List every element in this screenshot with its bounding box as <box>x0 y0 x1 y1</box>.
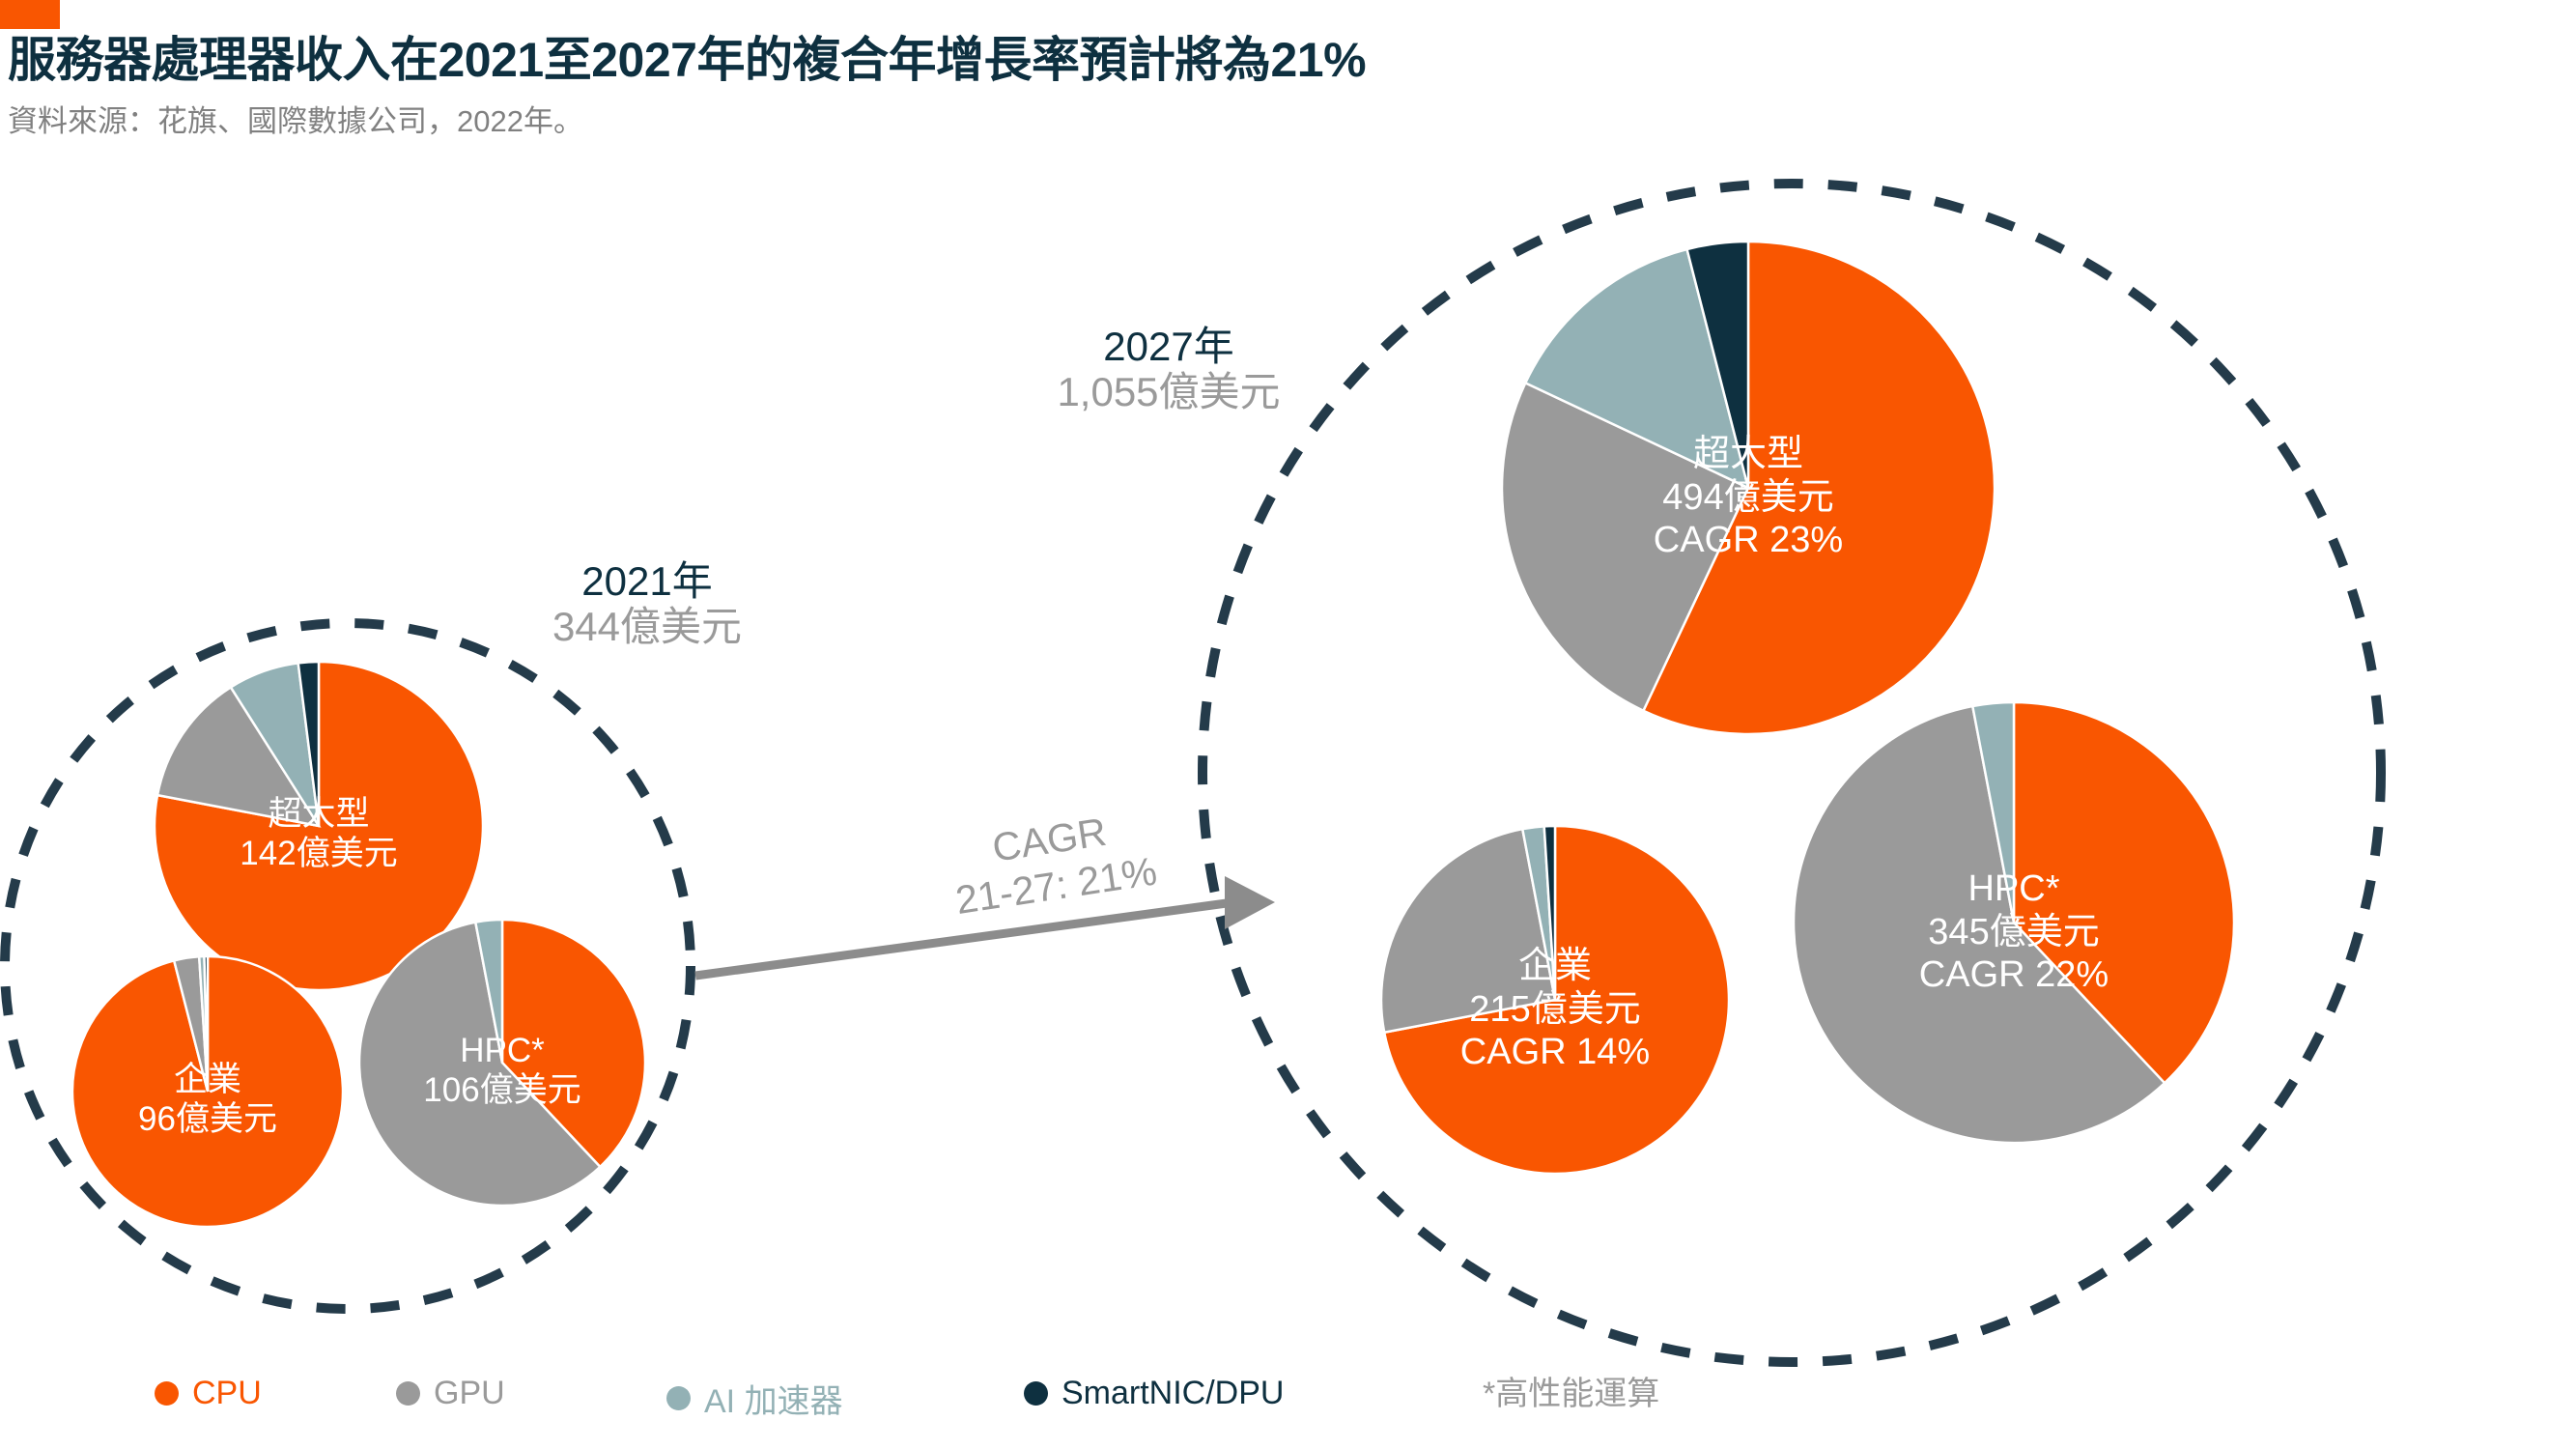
page-subtitle: 資料來源：花旗、國際數據公司，2022年。 <box>8 104 583 138</box>
page-title: 服務器處理器收入在2021至2027年的複合年增長率預計將為21% <box>8 33 1367 87</box>
bubble-outline-2021 <box>0 618 695 1314</box>
pie-slice-gpu[interactable] <box>1792 704 2166 1145</box>
pie-slice-gpu[interactable] <box>156 685 322 828</box>
pie-slice-cpu[interactable] <box>1641 240 1996 736</box>
legend-label: SmartNIC/DPU <box>1062 1375 1285 1411</box>
pie-slice-smartnicdpu[interactable] <box>1685 240 1750 489</box>
legend-item-smartnicdpu[interactable]: SmartNIC/DPU <box>1024 1375 1284 1412</box>
group-year-2027: 2027年 <box>1103 324 1234 369</box>
pie-slice-cpu[interactable] <box>2012 700 2236 1085</box>
legend-item-ai[interactable]: AI 加速器 <box>666 1375 843 1422</box>
accent-bar <box>0 0 60 29</box>
pie-slice-smartnicdpu[interactable] <box>203 954 210 1093</box>
pie-slice-gpu[interactable] <box>357 921 603 1208</box>
legend-footnote: *高性能運算 <box>1483 1376 1660 1412</box>
legend-item-gpu[interactable]: GPU <box>396 1375 505 1412</box>
legend-swatch-icon <box>396 1381 420 1406</box>
pie-slice-smartnicdpu[interactable] <box>1543 824 1557 1001</box>
pie-slice-gpu[interactable] <box>1500 381 1750 713</box>
legend: CPU GPU AI 加速器 SmartNIC/DPU *高性能運算 <box>0 1367 2576 1435</box>
legend-swatch-icon <box>666 1386 691 1410</box>
legend-label: AI 加速器 <box>704 1383 843 1420</box>
pie-slice-gpu[interactable] <box>1379 827 1557 1035</box>
legend-label: CPU <box>192 1375 262 1411</box>
group-label-2021: 2021年 344億美元 <box>493 558 802 649</box>
cagr-arrow-head <box>1225 876 1275 929</box>
group-year-2021: 2021年 <box>581 558 713 604</box>
bubble-outlines <box>0 179 2386 1367</box>
group-total-2021: 344億美元 <box>552 604 743 650</box>
pie-slice-smartnicdpu[interactable] <box>297 660 321 827</box>
legend-label: GPU <box>434 1375 505 1411</box>
pie-slices <box>71 240 2236 1229</box>
cagr-arrow-line <box>694 898 1228 980</box>
pie-slice-ai[interactable] <box>1970 700 2016 923</box>
pie-slice-ai[interactable] <box>473 918 504 1064</box>
pie-slice-cpu[interactable] <box>500 918 647 1169</box>
legend-swatch-icon <box>155 1381 179 1406</box>
pie-slice-cpu[interactable] <box>1382 824 1731 1176</box>
group-label-2027: 2027年 1,055億美元 <box>995 324 1343 414</box>
legend-item-cpu[interactable]: CPU <box>155 1375 262 1412</box>
legend-swatch-icon <box>1024 1381 1048 1406</box>
group-total-2027: 1,055億美元 <box>1057 369 1281 415</box>
bubble-outline-2027 <box>1198 179 2386 1367</box>
cagr-arrow <box>694 876 1275 980</box>
pie-slice-ai[interactable] <box>1523 247 1750 491</box>
